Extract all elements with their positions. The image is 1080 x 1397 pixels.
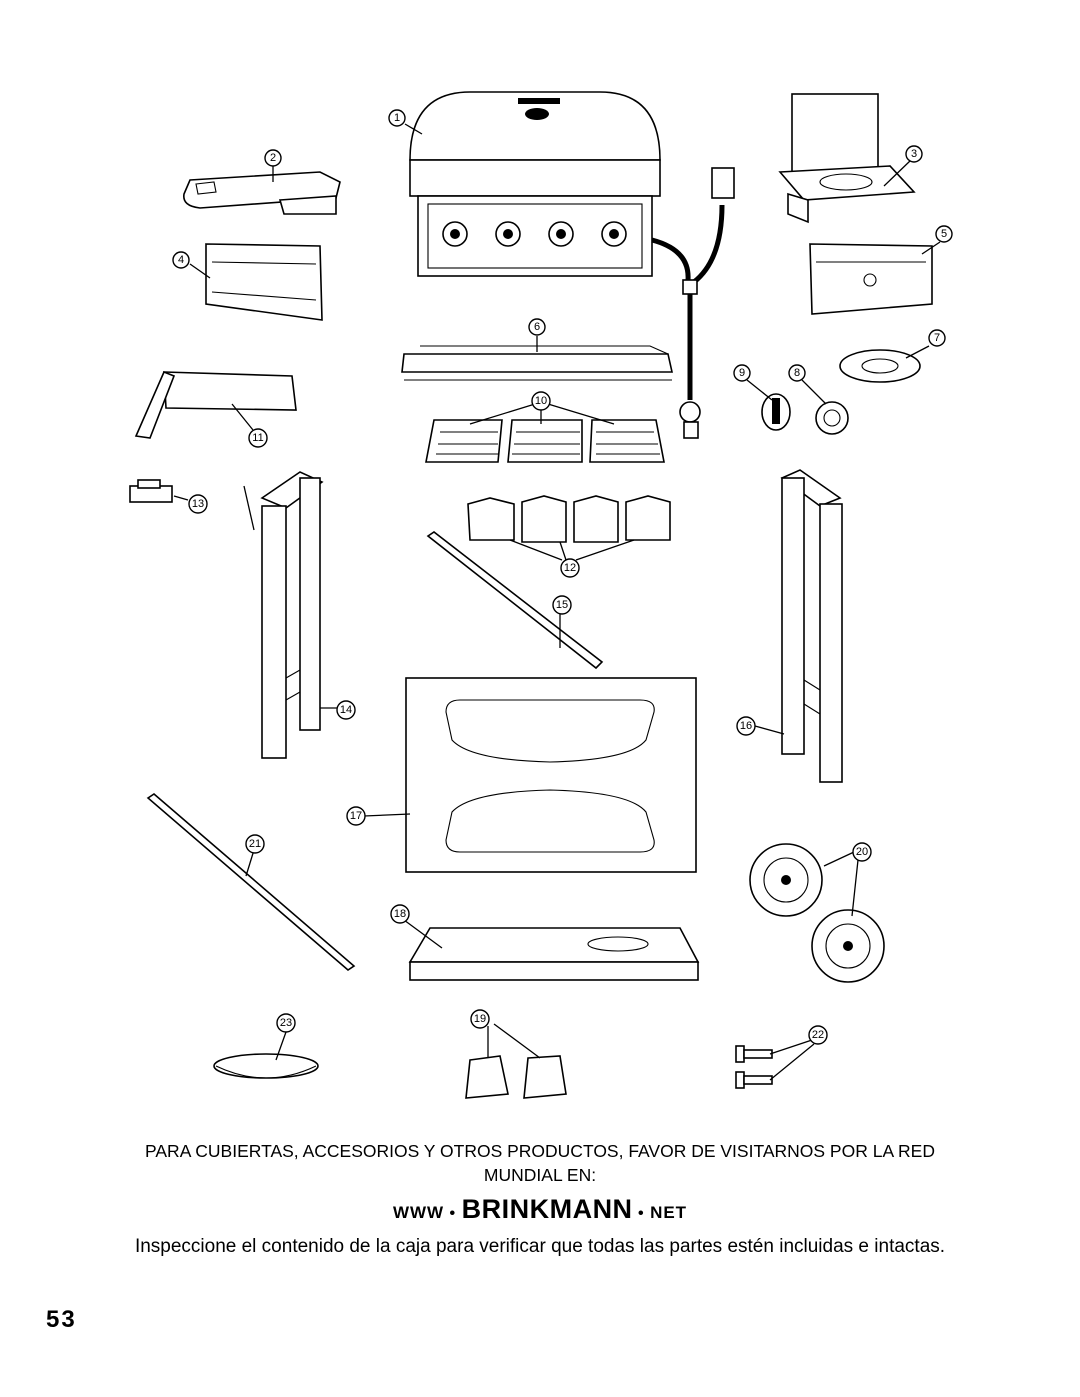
wheels: [749, 843, 885, 983]
left-panel: [205, 243, 323, 321]
url-dot: •: [632, 1205, 651, 1222]
notice-line-1: PARA CUBIERTAS, ACCESORIOS Y OTROS PRODU…: [145, 1141, 935, 1161]
callout-7: 7: [928, 329, 946, 347]
svg-text:7: 7: [934, 332, 940, 344]
svg-text:11: 11: [252, 432, 263, 444]
svg-text:8: 8: [794, 367, 800, 379]
callout-5: 5: [935, 225, 953, 243]
callout-2: 2: [264, 149, 282, 167]
ignitor: [129, 479, 173, 503]
heat-tents: [467, 495, 671, 543]
feet: [465, 1055, 567, 1099]
url-dot: •: [444, 1205, 462, 1222]
svg-text:19: 19: [474, 1013, 486, 1025]
svg-text:21: 21: [249, 838, 261, 850]
control-knobs: [761, 393, 849, 435]
callout-10: 10: [531, 391, 551, 411]
svg-text:15: 15: [556, 599, 568, 611]
gas-hose: [651, 167, 735, 439]
callout-3: 3: [905, 145, 923, 163]
side-shelf: [183, 171, 341, 215]
svg-text:16: 16: [740, 720, 752, 732]
callout-22: 22: [808, 1025, 828, 1045]
svg-text:22: 22: [812, 1029, 824, 1041]
svg-text:13: 13: [192, 498, 204, 510]
svg-text:14: 14: [340, 704, 352, 716]
right-panel: [809, 243, 933, 315]
callout-21: 21: [245, 834, 265, 854]
grill-head: [409, 91, 661, 277]
callout-13: 13: [188, 494, 208, 514]
warming-rack: [401, 345, 673, 381]
callout-23: 23: [276, 1013, 296, 1033]
callout-8: 8: [788, 364, 806, 382]
leader-lines: [173, 123, 941, 1081]
part-callouts: 1 2 3 4 5 6 7 8 9 10 11 12 13 14 15 16 1…: [172, 109, 953, 1045]
grease-pan: [213, 1053, 319, 1079]
notice-line-2: MUNDIAL EN:: [483, 1165, 597, 1185]
svg-text:3: 3: [911, 148, 917, 160]
url-name: BRINKMANN: [461, 1194, 633, 1224]
page-number: 53: [46, 1306, 77, 1333]
svg-text:5: 5: [941, 228, 947, 240]
svg-text:10: 10: [535, 395, 547, 407]
svg-text:18: 18: [394, 908, 406, 920]
side-burner: [778, 93, 916, 224]
cross-brace: [426, 531, 604, 670]
callout-15: 15: [552, 595, 572, 615]
callout-16: 16: [736, 716, 756, 736]
website-url[interactable]: WWW • BRINKMANN • NET: [0, 1194, 1080, 1225]
svg-text:23: 23: [280, 1017, 292, 1029]
callout-18: 18: [390, 904, 410, 924]
callout-6: 6: [528, 318, 546, 336]
long-rod: [146, 792, 356, 972]
cooking-grids: [425, 419, 665, 463]
bolts: [735, 1045, 773, 1089]
svg-text:1: 1: [394, 112, 400, 124]
callout-20: 20: [852, 842, 872, 862]
shelf-board: [134, 370, 297, 439]
svg-text:9: 9: [739, 367, 745, 379]
callout-11: 11: [248, 428, 268, 448]
callout-4: 4: [172, 251, 190, 269]
svg-text:17: 17: [350, 810, 362, 822]
url-prefix: WWW: [392, 1203, 445, 1222]
callout-9: 9: [733, 364, 751, 382]
callout-17: 17: [346, 806, 366, 826]
callout-1: 1: [388, 109, 406, 127]
callout-12: 12: [560, 558, 580, 578]
bottom-shelf: [408, 927, 700, 981]
parts-diagram: 1 2 3 4 5 6 7 8 9 10 11 12 13 14 15 16 1…: [129, 91, 953, 1099]
inspect-instruction: Inspeccione el contenido de la caja para…: [134, 1236, 946, 1257]
door-panel: [405, 677, 697, 873]
svg-text:6: 6: [534, 321, 540, 333]
callout-14: 14: [336, 700, 356, 720]
right-leg: [780, 469, 843, 783]
svg-text:20: 20: [856, 846, 868, 858]
burner-ring: [839, 349, 921, 383]
svg-text:4: 4: [178, 254, 184, 266]
url-suffix: NET: [650, 1203, 688, 1222]
left-leg: [243, 471, 324, 759]
svg-text:2: 2: [270, 152, 276, 164]
svg-text:12: 12: [564, 562, 576, 574]
callout-19: 19: [470, 1009, 490, 1029]
